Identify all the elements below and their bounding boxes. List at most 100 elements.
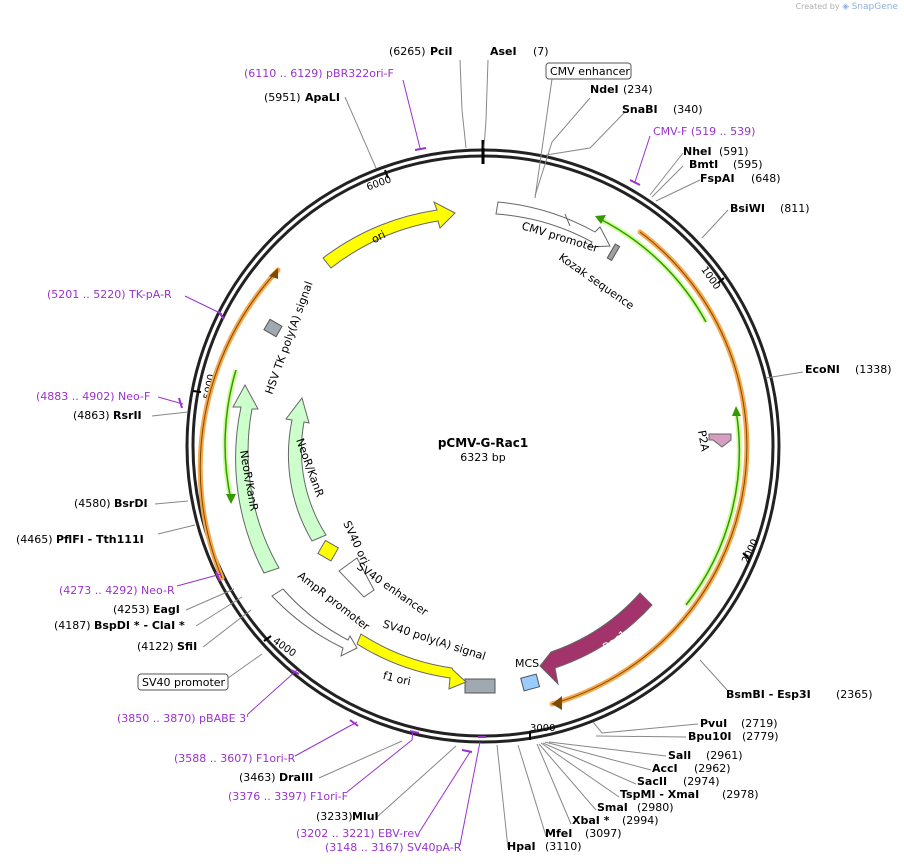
enzyme-pcii[interactable]: PciI	[430, 45, 452, 58]
enzyme-smai[interactable]: SmaI	[597, 801, 628, 814]
primer-cmv-f[interactable]: CMV-F (519 .. 539)	[653, 125, 755, 138]
enzyme-draiii-num: (3463)	[239, 771, 276, 784]
enzyme-sfii-num: (4122)	[137, 640, 174, 653]
enzyme-bspdi-num: (4187)	[54, 619, 91, 632]
enzyme-bspdi-clai[interactable]: BspDI * - ClaI *	[94, 619, 185, 632]
feature-sv40-polya[interactable]	[464, 678, 496, 694]
feature-ori[interactable]: ori	[322, 200, 456, 269]
enzyme-sacii-num: (2974)	[683, 775, 720, 788]
enzyme-bsmbi-esp3i[interactable]: BsmBI - Esp3I	[726, 688, 811, 701]
enzyme-eagi-num: (4253)	[113, 603, 150, 616]
enzyme-fspai[interactable]: FspAI	[700, 172, 735, 185]
enzyme-mlui-num: (3233)	[316, 810, 353, 823]
orange-arc-cds-left	[197, 267, 281, 581]
enzyme-smai-num: (2980)	[637, 801, 674, 814]
primer-pbr322ori-f[interactable]: (6110 .. 6129) pBR322ori-F	[244, 67, 394, 80]
enzyme-bmti[interactable]: BmtI	[689, 158, 718, 171]
enzyme-snabi-num: (340)	[673, 103, 703, 116]
feature-ampr-promoter[interactable]	[271, 588, 358, 657]
primer-neo-r[interactable]: (4273 .. 4292) Neo-R	[59, 584, 175, 597]
feature-sv40-enhancer[interactable]	[338, 557, 375, 598]
enzyme-pvui[interactable]: PvuI	[700, 717, 727, 730]
primer-pbabe-3[interactable]: (3850 .. 3870) pBABE 3'	[117, 712, 249, 725]
p2a-label: P2A	[695, 429, 712, 453]
enzyme-acci-num: (2962)	[694, 762, 731, 775]
enzyme-sacii[interactable]: SacII	[637, 775, 667, 788]
primer-tk-pa-r[interactable]: (5201 .. 5220) TK-pA-R	[47, 288, 172, 301]
feature-neor-kanr-outer[interactable]	[232, 383, 280, 574]
feature-cmv-promoter[interactable]	[495, 201, 611, 248]
tick-4000-mark	[263, 635, 272, 642]
feature-hsv-tk-polya[interactable]	[263, 318, 283, 338]
kozak-label: Kozak sequence	[556, 251, 636, 313]
primer-leaders	[157, 79, 651, 846]
green-arc-cds-right-outer	[595, 215, 709, 324]
cmv-enhancer-callout[interactable]: CMV enhancer	[534, 62, 632, 199]
enzyme-rsrii-num: (4863)	[73, 409, 110, 422]
enzyme-pflfi-tth111i[interactable]: PflFI - Tth111I	[56, 533, 144, 546]
enzyme-leaders	[151, 59, 804, 849]
enzyme-xbai[interactable]: XbaI *	[572, 814, 610, 827]
enzyme-bpu10i[interactable]: Bpu10I	[688, 730, 732, 743]
enzyme-labels: (6265) PciI AseI (7) NdeI (234) SnaBI (3…	[16, 45, 892, 853]
enzyme-nhei[interactable]: NheI	[683, 145, 712, 158]
enzyme-bsiwi[interactable]: BsiWI	[730, 202, 765, 215]
tick-2000-mark	[742, 552, 750, 560]
feature-sv40-ori[interactable]	[317, 539, 340, 562]
f1-ori-label: f1 ori	[381, 669, 411, 688]
enzyme-hpai-num: (3110)	[545, 840, 582, 853]
snapgene-logo-icon: ◈	[842, 2, 850, 12]
enzyme-bmti-num: (595)	[733, 158, 763, 171]
enzyme-snabi[interactable]: SnaBI	[622, 103, 658, 116]
feature-p2a[interactable]	[708, 433, 732, 448]
sv40-promoter-label: SV40 promoter	[142, 676, 226, 689]
enzyme-sali[interactable]: SalI	[668, 749, 691, 762]
enzyme-sali-num: (2961)	[706, 749, 743, 762]
primer-f1ori-r[interactable]: (3588 .. 3607) F1ori-R	[174, 752, 296, 765]
enzyme-hpai[interactable]: HpaI	[507, 840, 536, 853]
primer-labels: (6110 .. 6129) pBR322ori-F CMV-F (519 ..…	[36, 67, 755, 854]
enzyme-bsrdi[interactable]: BsrDI	[114, 497, 148, 510]
mcs-label: MCS	[515, 657, 539, 670]
cmv-enhancer-label: CMV enhancer	[550, 65, 630, 78]
feature-mcs[interactable]	[520, 673, 541, 692]
enzyme-nhei-num: (591)	[719, 145, 749, 158]
tick-6000: 6000	[365, 174, 393, 193]
enzyme-draiii[interactable]: DraIII	[279, 771, 313, 784]
primer-neo-f[interactable]: (4883 .. 4902) Neo-F	[36, 390, 150, 403]
enzyme-sfii[interactable]: SfiI	[177, 640, 197, 653]
primer-ebv-rev[interactable]: (3202 .. 3221) EBV-rev	[296, 827, 421, 840]
enzyme-mfei[interactable]: MfeI	[545, 827, 572, 840]
enzyme-apali[interactable]: ApaLI	[305, 91, 340, 104]
enzyme-bsmbi-num: (2365)	[836, 688, 873, 701]
tick-3000: 3000	[530, 723, 555, 734]
plasmid-name: pCMV-G-Rac1	[438, 436, 528, 450]
tick-2000: 2000	[740, 537, 761, 565]
enzyme-tspmi-xmai[interactable]: TspMI - XmaI	[620, 788, 699, 801]
enzyme-ndei[interactable]: NdeI	[590, 83, 619, 96]
feature-ori-label: ori	[369, 228, 387, 246]
hsv-tk-polya-label: HSV TK poly(A) signal	[263, 280, 316, 396]
enzyme-bsrdi-num: (4580)	[74, 497, 111, 510]
enzyme-ndei-num: (234)	[623, 83, 653, 96]
green-arc-cds-left	[222, 369, 239, 504]
tick-6000-mark	[384, 169, 389, 179]
feature-neor-kanr-inner[interactable]	[285, 396, 327, 542]
enzyme-acci[interactable]: AccI	[652, 762, 678, 775]
primer-sv40pa-r[interactable]: (3148 .. 3167) SV40pA-R	[325, 841, 462, 854]
feature-kozak[interactable]	[606, 243, 621, 262]
enzyme-mlui[interactable]: MluI	[352, 810, 379, 823]
enzyme-bsiwi-num: (811)	[780, 202, 810, 215]
feature-rac1[interactable]: Rac1	[539, 592, 653, 686]
enzyme-asei[interactable]: AseI	[490, 45, 517, 58]
tick-5000-mark	[192, 390, 202, 393]
snapgene-credit: Created by ◈ SnapGene	[796, 2, 898, 12]
sv40-promoter-callout[interactable]: SV40 promoter	[137, 653, 263, 691]
enzyme-econi[interactable]: EcoNI	[805, 363, 840, 376]
enzyme-rsrii[interactable]: RsrII	[113, 409, 142, 422]
primer-f1ori-f[interactable]: (3376 .. 3397) F1ori-F	[228, 790, 348, 803]
enzyme-eagi[interactable]: EagI	[153, 603, 180, 616]
enzyme-bpu10i-num: (2779)	[742, 730, 779, 743]
enzyme-pflfi-num: (4465)	[16, 533, 53, 546]
snapgene-brand: SnapGene	[851, 2, 898, 12]
